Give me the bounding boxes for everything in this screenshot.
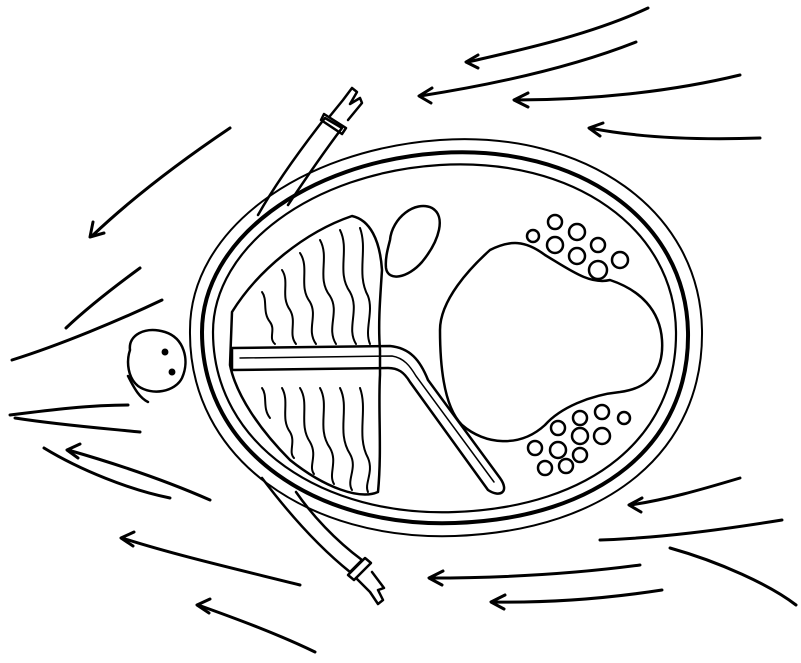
figure-head [128, 330, 185, 402]
pleat-line [262, 292, 275, 344]
upper-arm [258, 88, 362, 215]
bead [595, 405, 609, 419]
bead [569, 224, 585, 240]
pleat-lines [262, 228, 370, 492]
bead [589, 261, 607, 279]
motion-line [15, 418, 140, 432]
bead [538, 461, 552, 475]
pleat-line [340, 230, 356, 344]
motion-line [10, 405, 128, 415]
motion-line [492, 590, 662, 602]
inner-figure-body [230, 216, 504, 494]
pleat-line [300, 388, 314, 474]
motion-line [430, 565, 640, 578]
motion-line [600, 520, 782, 540]
pleat-line [320, 388, 334, 484]
bead-cluster-bottom [528, 405, 630, 475]
bead [550, 442, 566, 458]
upper-hand [330, 88, 362, 120]
pleat-line [360, 388, 370, 492]
bead [591, 238, 605, 252]
bead [548, 215, 562, 229]
pleat-line [360, 228, 370, 344]
pleat-line [282, 388, 294, 458]
motion-line [468, 8, 648, 62]
eye-icon [163, 350, 167, 354]
bead [573, 448, 587, 462]
lower-hand [356, 572, 384, 604]
bead [527, 230, 539, 242]
capsule-outer-skin [190, 139, 702, 536]
motion-line [44, 448, 170, 498]
bead [594, 428, 610, 444]
bead [612, 252, 628, 268]
small-oval-cavity [386, 206, 440, 276]
large-cavity [440, 243, 662, 441]
bead [573, 411, 587, 425]
bead [618, 412, 630, 424]
bead [528, 441, 542, 455]
pleat-line [262, 388, 270, 418]
pleat-line [282, 270, 296, 344]
motion-line [630, 478, 740, 505]
bead-cluster-top [527, 215, 628, 279]
motion-line [670, 548, 796, 605]
pleat-line [320, 240, 336, 344]
motion-lines [10, 8, 796, 652]
bead [572, 428, 588, 444]
pleat-line [300, 253, 316, 344]
motion-line [198, 605, 315, 652]
capsule-wall-inner [213, 164, 676, 512]
motion-line [66, 268, 140, 328]
bead [547, 237, 563, 253]
motion-line [515, 75, 740, 100]
eye-icon [170, 370, 174, 374]
lower-arm [262, 478, 384, 604]
motion-line [68, 450, 210, 500]
pleat-line [340, 388, 353, 490]
motion-line [420, 42, 636, 96]
bead [551, 421, 565, 435]
bead [559, 459, 573, 473]
bead [569, 248, 585, 264]
motion-line [122, 538, 300, 585]
oval-capsule [190, 139, 702, 536]
capsule-wall-outer [202, 152, 688, 523]
motion-line [590, 128, 760, 139]
upper-arm-outline [258, 118, 342, 215]
head-outline [128, 330, 185, 391]
motion-line [92, 128, 230, 236]
